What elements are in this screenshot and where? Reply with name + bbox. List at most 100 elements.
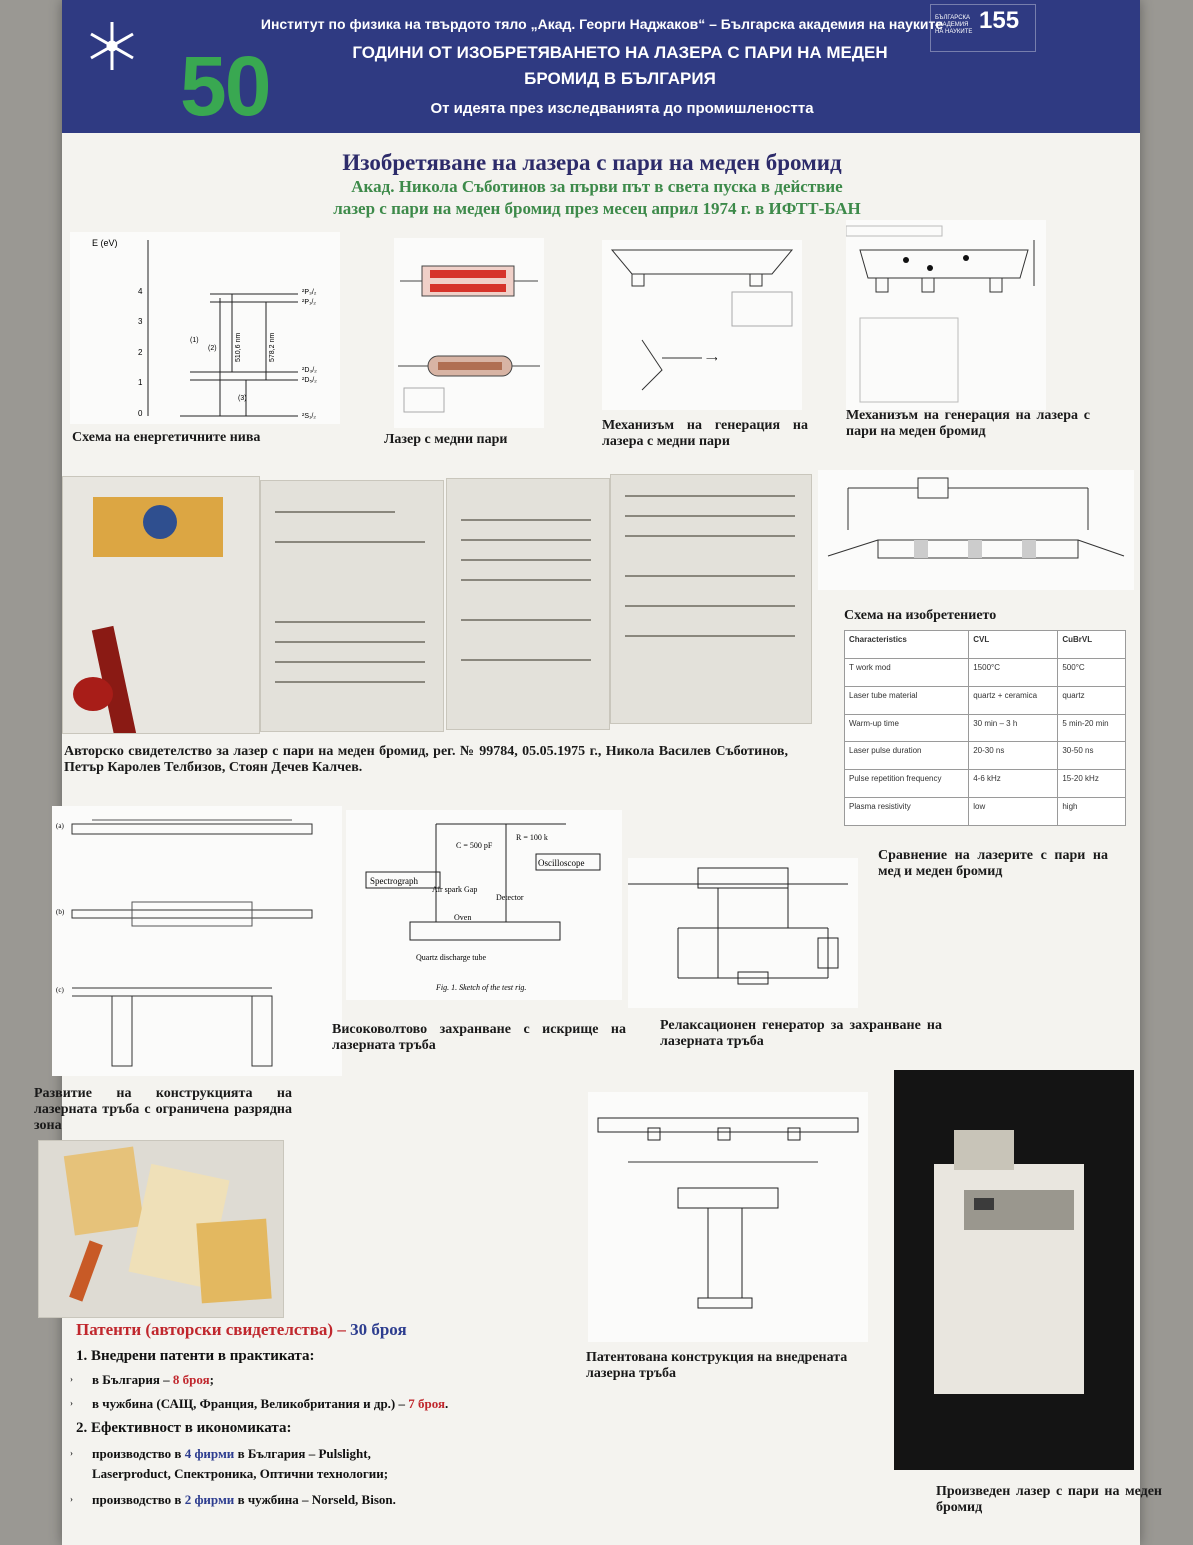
table-cell: Pulse repetition frequency xyxy=(843,769,970,799)
caption-copper-laser: Лазер с медни пари xyxy=(384,432,508,447)
institute-name: Институт по физика на твърдото тяло „Ака… xyxy=(260,16,944,32)
caption-produced-laser: Произведен лазер с пари на меден бромид xyxy=(936,1484,1162,1515)
mechanism-cubr-diagram xyxy=(846,220,1046,410)
certificate-page-2 xyxy=(446,478,610,730)
caption-patented-tube: Патентована конструкция на внедрената ла… xyxy=(586,1350,848,1381)
table-cell: Laser pulse duration xyxy=(843,741,970,771)
institute-logo-icon xyxy=(90,22,134,70)
transition-wavelength: 510,6 nm xyxy=(235,333,242,362)
table-cell: Plasma resistivity xyxy=(843,797,970,826)
caption-energy-levels: Схема на енергетичните нива xyxy=(72,430,261,445)
svg-text:(a): (a) xyxy=(56,822,64,830)
tick-label: 4 xyxy=(138,287,143,296)
table-cell: Laser tube material xyxy=(843,685,970,715)
list-item: ›производство в 4 фирми в България – Pul… xyxy=(70,1446,371,1461)
level-label: ²P₁/₂ xyxy=(302,299,316,306)
certificate-page-3 xyxy=(610,474,812,724)
hv-figure-label: Fig. 1. Sketch of the test rig. xyxy=(435,983,526,992)
hv-supply-diagram: Spectrograph Oscilloscope Detector Air s… xyxy=(346,810,622,1000)
chevron-right-icon: › xyxy=(70,1494,73,1504)
tube-development-diagram: (a) (b) (c) xyxy=(52,806,342,1076)
table-header-row: Characteristics CVL CuBrVL xyxy=(843,630,1126,659)
certificate-page-1 xyxy=(260,480,444,732)
certificate-cover-image xyxy=(62,476,260,734)
hv-tube-label: Quartz discharge tube xyxy=(416,953,486,962)
transition-mark: (3) xyxy=(238,395,247,402)
relaxation-generator-diagram xyxy=(628,858,858,1008)
caption-mechanism-copper: Механизъм на генерация на лазера с медни… xyxy=(602,418,808,449)
level-label: ²D₃/₂ xyxy=(302,367,317,374)
list-item: ›производство в 2 фирми в чужбина – Nors… xyxy=(70,1492,396,1507)
tick-label: 1 xyxy=(138,378,143,387)
copper-laser-diagram xyxy=(394,238,544,428)
hv-spectrograph-label: Spectrograph xyxy=(370,876,418,886)
level-label: ²D₅/₂ xyxy=(302,377,317,384)
table-cell: 20-30 ns xyxy=(968,741,1059,771)
poster: Институт по физика на твърдото тяло „Ака… xyxy=(34,0,1162,1545)
level-label: ²P₃/₂ xyxy=(302,289,317,296)
level-label: ²S₁/₂ xyxy=(302,413,316,420)
energy-level-diagram: E (eV) 0 1 2 3 4 ²P₃/₂ ²P₁/₂ ²D₃/₂ ²D₅/₂… xyxy=(70,232,340,424)
tick-label: 3 xyxy=(138,317,143,326)
chevron-right-icon: › xyxy=(70,1374,73,1384)
caption-hv-supply: Високоволтово захранване с искрище на ла… xyxy=(332,1022,626,1053)
patents-heading-1: 1. Внедрени патенти в практиката: xyxy=(76,1348,315,1364)
table-cell: 30-50 ns xyxy=(1057,741,1126,771)
table-header: CVL xyxy=(968,630,1059,659)
table-cell: low xyxy=(968,797,1059,826)
table-cell: 1500°C xyxy=(968,657,1059,687)
chevron-right-icon: › xyxy=(70,1398,73,1408)
header-title: ГОДИНИ ОТ ИЗОБРЕТЯВАНЕТО НА ЛАЗЕРА С ПАР… xyxy=(352,43,888,88)
caption-mechanism-cubr: Механизъм на генерация на лазера с пари … xyxy=(846,408,1090,439)
mechanism-copper-diagram: ⟶ xyxy=(602,240,802,410)
main-title: Изобретяване на лазера с пари на меден б… xyxy=(342,150,842,175)
caption-certificate: Авторско свидетелство за лазер с пари на… xyxy=(64,744,788,775)
table-cell: 30 min – 3 h xyxy=(968,713,1059,743)
svg-text:⟶: ⟶ xyxy=(706,354,718,363)
caption-comparison: Сравнение на лазерите с пари на мед и ме… xyxy=(878,848,1108,879)
header-subtitle: От идеята през изследванията до промишле… xyxy=(430,100,814,117)
anniversary-number: 155 xyxy=(979,7,1020,34)
hv-resistor-label: R = 100 k xyxy=(516,833,548,842)
table-cell: quartz + ceramica xyxy=(968,685,1059,715)
tick-label: 2 xyxy=(138,348,143,357)
list-item: ›в чужбина (САЩ, Франция, Великобритания… xyxy=(70,1396,449,1411)
patents-heading-2: 2. Ефективност в икономиката: xyxy=(76,1420,292,1436)
lead-text: Акад. Никола Съботинов за първи път в св… xyxy=(333,177,861,218)
bas-anniversary-logo: БЪЛГАРСКА АКАДЕМИЯ НА НАУКИТЕ 155 xyxy=(930,4,1036,52)
invention-scheme-diagram xyxy=(818,470,1134,590)
patented-tube-diagram xyxy=(588,1092,868,1342)
caption-tube-development: Развитие на конструкцията на лазерната т… xyxy=(34,1086,292,1133)
table-cell: high xyxy=(1057,797,1126,826)
svg-text:(b): (b) xyxy=(56,908,65,916)
produced-laser-photo xyxy=(894,1070,1134,1470)
big-fifty: 50 xyxy=(180,39,271,133)
tick-label: 0 xyxy=(138,409,143,418)
table-cell: 5 min-20 min xyxy=(1057,713,1126,743)
caption-invention-scheme: Схема на изобретението xyxy=(844,608,997,623)
list-item: Laserproduct, Спектроника, Оптични техно… xyxy=(92,1466,389,1481)
table-cell: 4-6 kHz xyxy=(968,769,1059,799)
patents-title: Патенти (авторски свидетелства) – 30 бро… xyxy=(76,1320,407,1339)
table-header: Characteristics xyxy=(843,630,970,659)
table-cell: 500°C xyxy=(1057,657,1126,687)
table-cell: T work mod xyxy=(843,657,970,687)
table-header: CuBrVL xyxy=(1057,630,1126,659)
chevron-right-icon: › xyxy=(70,1448,73,1458)
table-cell: quartz xyxy=(1057,685,1126,715)
hv-gap-label: Air spark Gap xyxy=(432,885,477,894)
transition-mark: (2) xyxy=(208,345,217,352)
list-item: ›в България – 8 броя; xyxy=(70,1372,215,1387)
energy-axis-label: E (eV) xyxy=(92,238,118,248)
table-cell: Warm-up time xyxy=(843,713,970,743)
patents-photo xyxy=(38,1140,284,1318)
header-banner: Институт по физика на твърдото тяло „Ака… xyxy=(62,0,1140,133)
svg-text:(c): (c) xyxy=(56,986,64,994)
